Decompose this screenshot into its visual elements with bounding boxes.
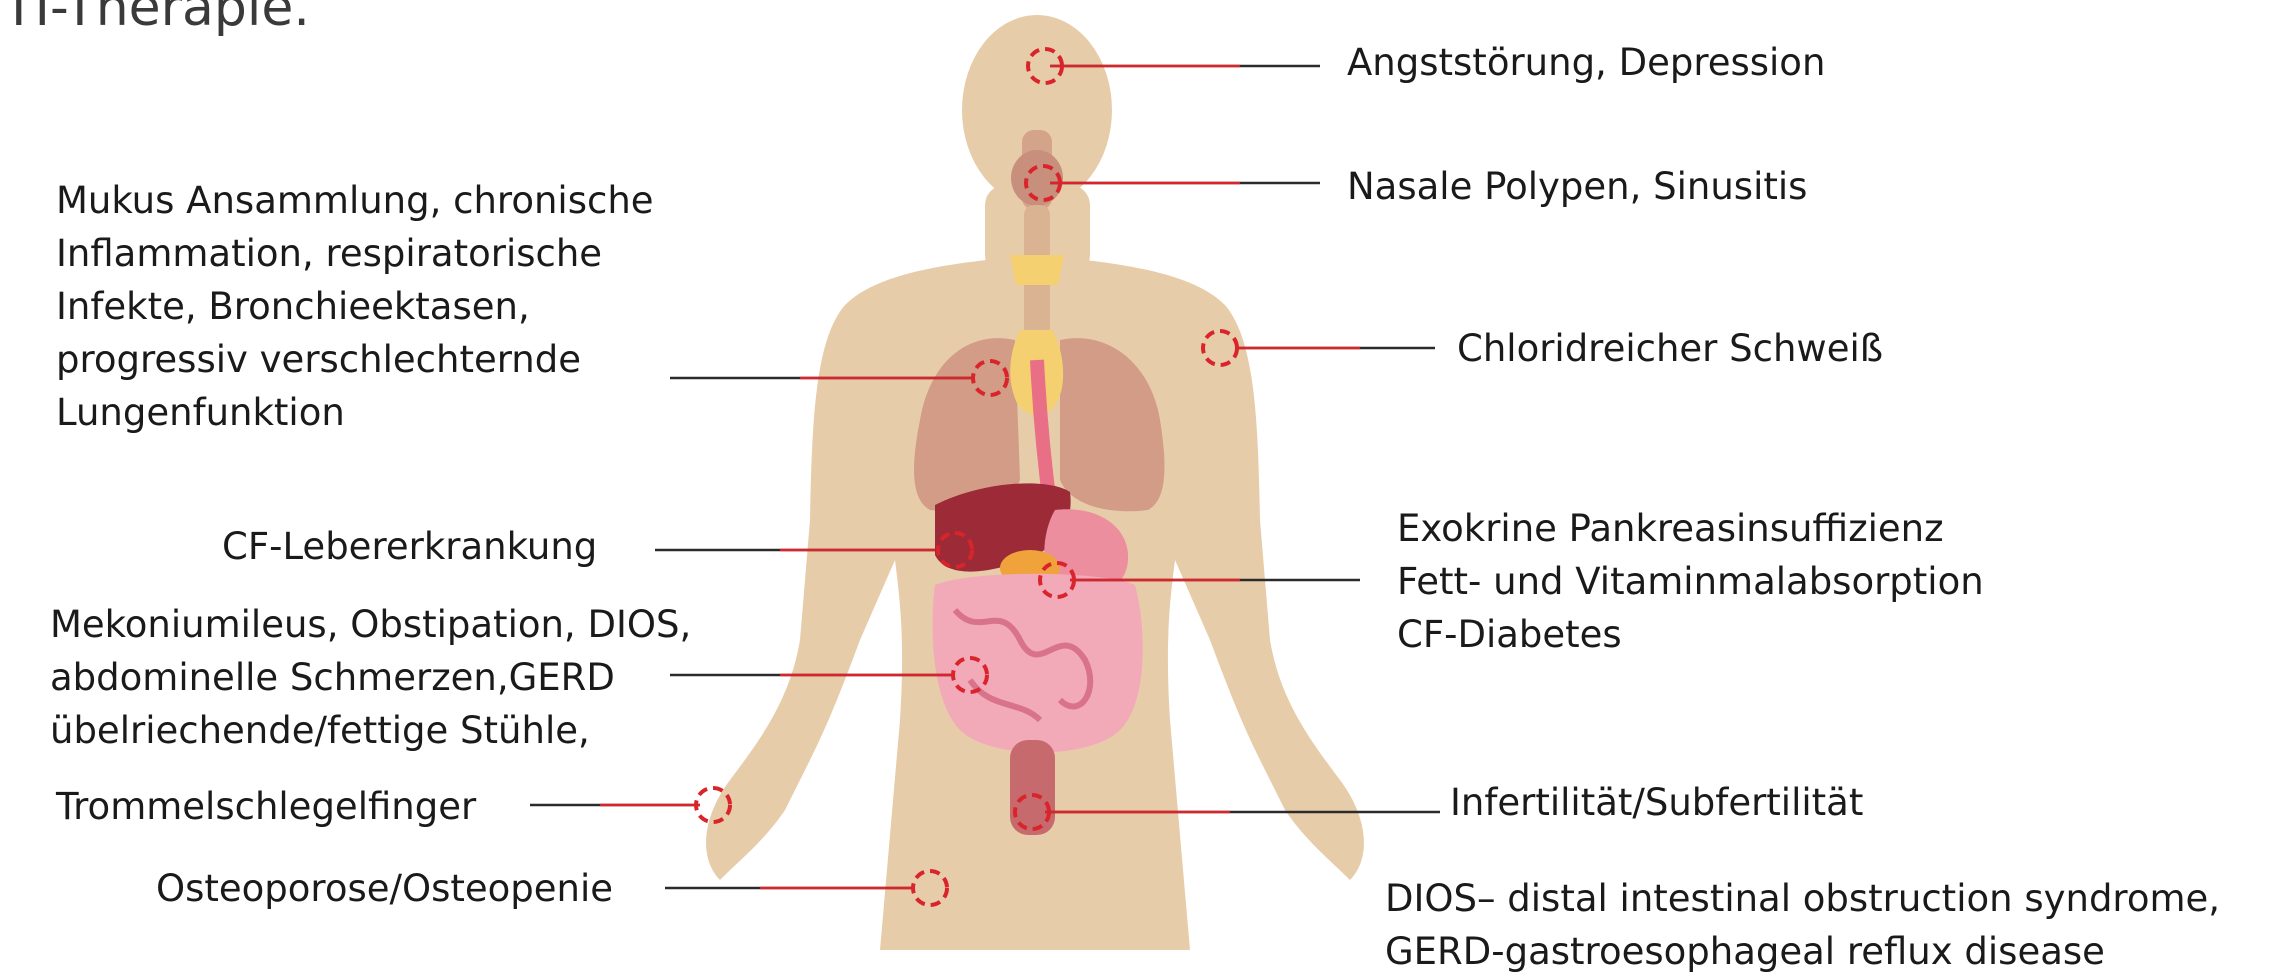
label-pancreas-line2: Fett- und Vitaminmalabsorption (1397, 555, 1984, 608)
label-sweat: Chloridreicher Schweiß (1457, 322, 1883, 375)
label-intestine: Mekoniumileus, Obstipation, DIOS, abdomi… (50, 598, 691, 757)
label-lungs-line4: progressiv verschlechternde (56, 333, 654, 386)
label-intestine-line2: abdominelle Schmerzen,GERD (50, 651, 691, 704)
label-lungs-line2: Inflammation, respiratorische (56, 227, 654, 280)
label-lungs-line5: Lungenfunktion (56, 386, 654, 439)
label-pancreas-line3: CF-Diabetes (1397, 608, 1984, 661)
label-clubbing: Trommelschlegelfinger (56, 780, 476, 833)
label-fertility: Infertilität/Subfertilität (1450, 776, 1863, 829)
label-anxiety: Angststörung, Depression (1347, 36, 1825, 89)
label-lungs: Mukus Ansammlung, chronische Inflammatio… (56, 174, 654, 439)
label-pancreas: Exokrine Pankreasinsuffizienz Fett- und … (1397, 502, 1984, 661)
label-lungs-line1: Mukus Ansammlung, chronische (56, 174, 654, 227)
label-footnote: DIOS– distal intestinal obstruction synd… (1385, 872, 2220, 978)
label-lungs-line3: Infekte, Bronchieektasen, (56, 280, 654, 333)
label-footnote-line1: DIOS– distal intestinal obstruction synd… (1385, 872, 2220, 925)
label-liver: CF-Lebererkrankung (222, 520, 597, 573)
label-nasal: Nasale Polypen, Sinusitis (1347, 160, 1807, 213)
label-intestine-line3: übelriechende/fettige Stühle, (50, 704, 691, 757)
label-intestine-line1: Mekoniumileus, Obstipation, DIOS, (50, 598, 691, 651)
label-bone: Osteoporose/Osteopenie (156, 862, 613, 915)
label-pancreas-line1: Exokrine Pankreasinsuffizienz (1397, 502, 1984, 555)
label-footnote-line2: GERD-gastroesophageal reflux disease (1385, 925, 2220, 978)
